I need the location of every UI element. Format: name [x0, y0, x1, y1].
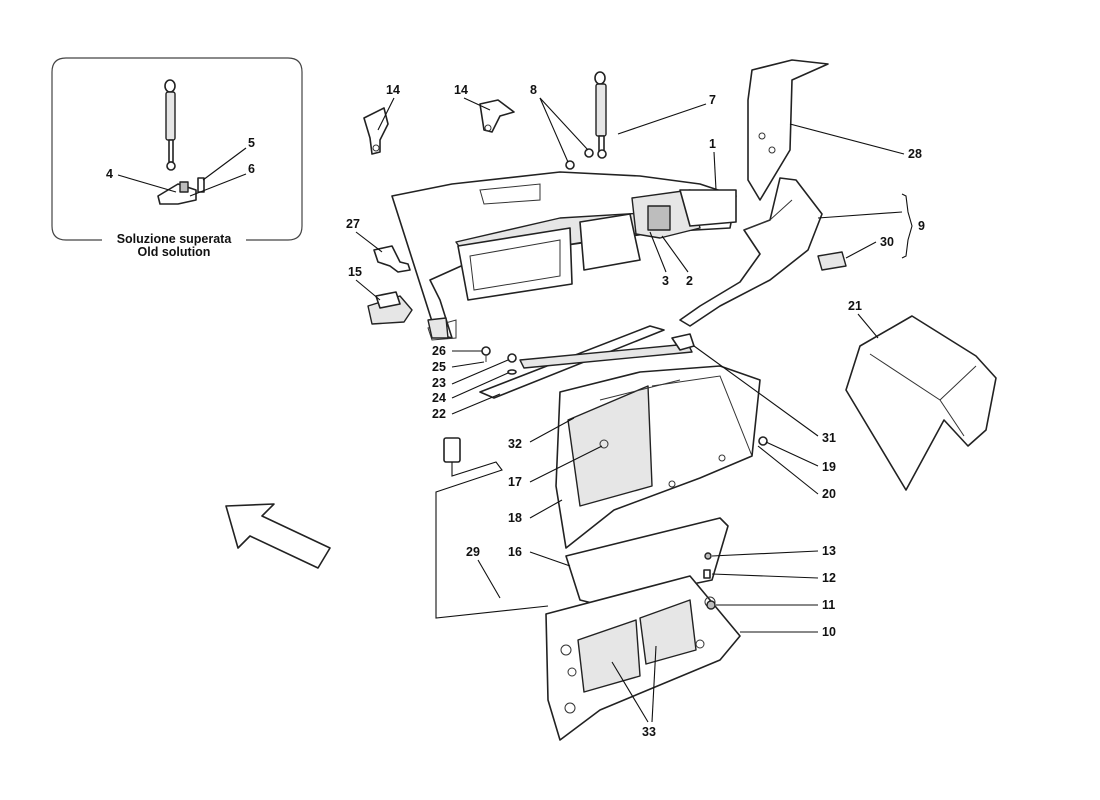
gas-strut-7 [594, 71, 607, 159]
side-cover-21 [845, 315, 997, 491]
callout-28: 28 [908, 147, 922, 161]
callout-25: 25 [432, 360, 446, 374]
inset-caption-italian: Soluzione superata [117, 232, 233, 246]
fastener-26 [481, 346, 491, 362]
bracket-14-right [479, 99, 515, 133]
callout-9: 9 [918, 219, 925, 233]
callout-19: 19 [822, 460, 836, 474]
callout-15: 15 [348, 265, 362, 279]
glovebox-door-10 [545, 575, 741, 741]
rail-24 [479, 325, 693, 399]
callout-26: 26 [432, 344, 446, 358]
switch-27 [373, 245, 411, 273]
trim-panel-9 [679, 177, 823, 327]
inset-gas-strut [164, 79, 176, 171]
callout-5: 5 [248, 136, 255, 150]
fastener-23 [507, 369, 517, 375]
screw-19 [758, 436, 768, 446]
inset-frame [51, 57, 303, 241]
callout-31: 31 [822, 431, 836, 445]
callout-8: 8 [530, 83, 537, 97]
callout-29: 29 [466, 545, 480, 559]
ball-13 [704, 552, 712, 560]
callout-4: 4 [106, 167, 113, 181]
callout-6: 6 [248, 162, 255, 176]
callout-23: 23 [432, 376, 446, 390]
callout-16: 16 [508, 545, 522, 559]
callout-7: 7 [709, 93, 716, 107]
callout-18: 18 [508, 511, 522, 525]
cable-29 [435, 437, 549, 619]
callout-3: 3 [662, 274, 669, 288]
bracket-14-left [363, 107, 389, 155]
latch-15 [367, 291, 413, 325]
arrow-up-left-icon [225, 503, 331, 569]
inset-bracket [157, 177, 205, 205]
callout-10: 10 [822, 625, 836, 639]
fastener-8 [565, 148, 594, 170]
fastener-11 [706, 600, 716, 610]
callout-21: 21 [848, 299, 862, 313]
inset-caption-english: Old solution [138, 245, 211, 259]
callout-12: 12 [822, 571, 836, 585]
label-30 [817, 251, 847, 271]
callout-2: 2 [686, 274, 693, 288]
callout-20: 20 [822, 487, 836, 501]
callout-13: 13 [822, 544, 836, 558]
callout-14-left: 14 [386, 83, 400, 97]
glovebox-housing [391, 171, 737, 341]
glovebox-tub [555, 365, 761, 549]
inset-old-solution: 4 5 6 Soluzione superata Old solution [51, 57, 303, 259]
callout-1: 1 [709, 137, 716, 151]
callout-24: 24 [432, 391, 446, 405]
bracket-28 [747, 59, 829, 201]
callout-labels: 1 2 3 7 8 9 10 11 12 13 14 14 15 16 17 1 [346, 83, 925, 739]
fastener-25 [507, 353, 517, 363]
callout-30: 30 [880, 235, 894, 249]
callout-11: 11 [822, 598, 835, 612]
callout-33: 33 [642, 725, 656, 739]
callout-27: 27 [346, 217, 360, 231]
callout-17: 17 [508, 475, 522, 489]
spring-12 [703, 569, 711, 579]
callout-32: 32 [508, 437, 522, 451]
callout-22: 22 [432, 407, 446, 421]
callout-14-right: 14 [454, 83, 468, 97]
